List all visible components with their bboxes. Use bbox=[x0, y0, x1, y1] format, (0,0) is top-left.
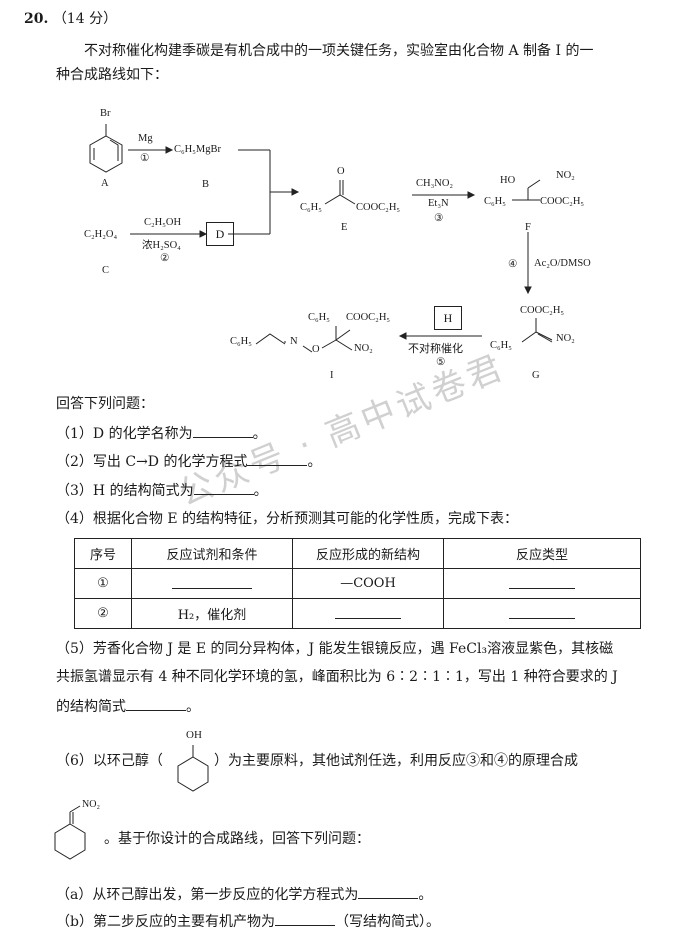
c-formula: C₂H₂O₄ bbox=[84, 229, 118, 240]
qa-answer-blank[interactable] bbox=[358, 885, 419, 899]
prompt: 回答下列问题： bbox=[56, 396, 154, 412]
th-structure: 反应形成的新结构 bbox=[292, 538, 444, 569]
q3-answer-blank[interactable] bbox=[193, 481, 254, 495]
qb: （b）第二步反应的主要有机产物为 （写结构简式）。 bbox=[56, 912, 440, 931]
cell-reagent[interactable] bbox=[131, 568, 293, 599]
q5-line-3: 的结构简式 。 bbox=[56, 697, 200, 716]
q2-text: （2）写出 C→D 的化学方程式 bbox=[56, 454, 248, 470]
box-h: H bbox=[434, 306, 462, 330]
q5-answer-blank[interactable] bbox=[126, 697, 186, 711]
step4-reagent: Ac₂O/DMSO bbox=[534, 258, 591, 269]
label-f: F bbox=[525, 222, 531, 233]
f-cooc: COOC₂H₅ bbox=[540, 196, 585, 207]
q1-end: 。 bbox=[252, 426, 267, 442]
answer-table: 序号 反应试剂和条件 反应形成的新结构 反应类型 ① —COOH ② H₂，催化… bbox=[74, 538, 641, 629]
step1-reagent: Mg bbox=[138, 133, 153, 144]
table-row: ② H₂，催化剂 bbox=[74, 598, 641, 629]
q1: （1）D 的化学名称为 。 bbox=[56, 424, 267, 443]
q5-end: 。 bbox=[186, 699, 200, 715]
label-e: E bbox=[341, 222, 348, 233]
q6-line-2: 。基于你设计的合成路线，回答下列问题： bbox=[104, 831, 370, 847]
q5-line-2: 共振氢谱显示有 4 种不同化学环境的氢，峰面积比为 6∶2∶1∶1，写出 1 种… bbox=[56, 669, 618, 685]
g-no2: NO₂ bbox=[556, 333, 575, 344]
q2: （2）写出 C→D 的化学方程式 。 bbox=[56, 452, 321, 471]
label-i: I bbox=[330, 370, 334, 381]
q6-pre: （6）以环己醇（ bbox=[56, 753, 163, 769]
qb-end: （写结构简式）。 bbox=[334, 914, 440, 930]
step3-num: ③ bbox=[434, 213, 444, 224]
step4-num: ④ bbox=[508, 259, 518, 270]
qa-text: （a）从环己醇出发，第一步反应的化学方程式为 bbox=[56, 887, 359, 903]
g-cooc: COOC₂H₅ bbox=[520, 305, 565, 316]
q1-text: （1）D 的化学名称为 bbox=[56, 426, 193, 442]
cell-index: ① bbox=[74, 568, 132, 599]
cell-structure[interactable] bbox=[292, 598, 444, 629]
benzene-ring-a bbox=[89, 135, 123, 173]
q3-text: （3）H 的结构简式为 bbox=[56, 483, 194, 499]
e-oxygen: O bbox=[337, 166, 345, 177]
e-c6h5: C₆H₅ bbox=[300, 202, 322, 213]
cell-structure: —COOH bbox=[292, 568, 444, 599]
qa: （a）从环己醇出发，第一步反应的化学方程式为 。 bbox=[56, 885, 432, 904]
i-o: O bbox=[312, 344, 320, 355]
i-no2: NO₂ bbox=[354, 343, 373, 354]
q6-oh: OH bbox=[186, 729, 202, 741]
label-g: G bbox=[532, 370, 540, 381]
intro-line-2: 种合成路线如下： bbox=[56, 67, 168, 83]
label-a: A bbox=[101, 178, 109, 189]
q5-line-1: （5）芳香化合物 J 是 E 的同分异构体，J 能发生银镜反应，遇 FeCl₃溶… bbox=[56, 641, 614, 657]
i-c6h5-a: C₆H₅ bbox=[230, 336, 252, 347]
i-n: N bbox=[290, 336, 298, 347]
step3-reagent-top: CH₃NO₂ bbox=[416, 178, 454, 189]
label-c: C bbox=[102, 265, 110, 276]
cell-type[interactable] bbox=[443, 568, 641, 599]
b-formula: C₆H₅MgBr bbox=[174, 144, 221, 155]
g-c6h5: C₆H₅ bbox=[490, 340, 512, 351]
q3: （3）H 的结构简式为 。 bbox=[56, 481, 268, 500]
cyclohexylidene-ring bbox=[54, 823, 86, 860]
cell-index: ② bbox=[74, 598, 132, 629]
qb-answer-blank[interactable] bbox=[274, 912, 335, 926]
cell-reagent: H₂，催化剂 bbox=[131, 598, 293, 629]
q3-end: 。 bbox=[253, 483, 268, 499]
table-header-row: 序号 反应试剂和条件 反应形成的新结构 反应类型 bbox=[74, 538, 641, 569]
q4: （4）根据化合物 E 的结构特征，分析预测其可能的化学性质，完成下表： bbox=[56, 511, 519, 527]
th-type: 反应类型 bbox=[443, 538, 641, 569]
cyclohexanol-ring bbox=[177, 756, 209, 792]
q6-no2: NO₂ bbox=[82, 799, 100, 810]
e-cooc: COOC₂H₅ bbox=[356, 202, 401, 213]
step2-reagent-top: C₂H₅OH bbox=[144, 217, 182, 228]
q6-post: ）为主要原料，其他试剂任选，利用反应③和④的原理合成 bbox=[214, 753, 578, 769]
step5-reagent: 不对称催化 bbox=[408, 343, 463, 355]
intro-line-1: 不对称催化构建季碳是有机合成中的一项关键任务，实验室由化合物 A 制备 I 的一 bbox=[84, 43, 594, 59]
step2-num: ② bbox=[160, 253, 170, 264]
qb-text: （b）第二步反应的主要有机产物为 bbox=[56, 914, 275, 930]
f-c6h5: C₆H₅ bbox=[484, 196, 506, 207]
q1-answer-blank[interactable] bbox=[192, 424, 253, 438]
cell-type[interactable] bbox=[443, 598, 641, 629]
th-reagent: 反应试剂和条件 bbox=[131, 538, 293, 569]
f-no2: NO₂ bbox=[556, 170, 575, 181]
qa-end: 。 bbox=[418, 887, 433, 903]
q2-end: 。 bbox=[307, 454, 322, 470]
question-points: （14 分） bbox=[52, 11, 118, 27]
question-number: 20. bbox=[24, 11, 49, 27]
question-header: 20. （14 分） bbox=[24, 10, 117, 28]
q5-text: 的结构简式 bbox=[56, 699, 126, 715]
f-ho: HO bbox=[500, 175, 516, 186]
q2-answer-blank[interactable] bbox=[247, 452, 308, 466]
i-c6h5-b: C₆H₅ bbox=[308, 312, 330, 323]
box-d: D bbox=[206, 222, 234, 246]
a-br: Br bbox=[100, 108, 111, 119]
label-b: B bbox=[202, 179, 210, 190]
step2-reagent-bottom: 浓H₂SO₄ bbox=[142, 240, 181, 251]
step5-num: ⑤ bbox=[436, 357, 446, 368]
i-cooc: COOC₂H₅ bbox=[346, 312, 391, 323]
table-row: ① —COOH bbox=[74, 568, 641, 599]
step3-reagent-bottom: Et₃N bbox=[428, 198, 449, 209]
step1-num: ① bbox=[140, 153, 150, 164]
th-index: 序号 bbox=[74, 538, 132, 569]
